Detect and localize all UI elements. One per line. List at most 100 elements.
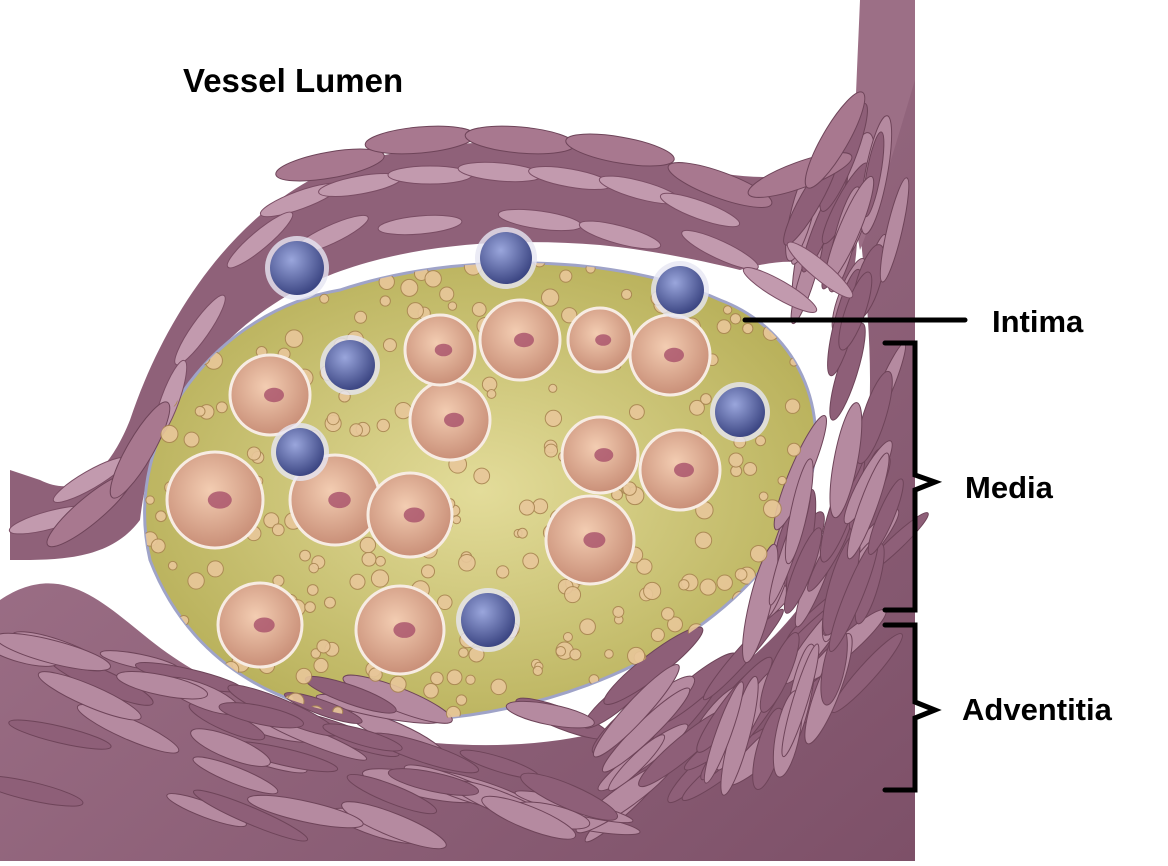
lipid-droplet bbox=[156, 609, 165, 618]
lipid-droplet bbox=[150, 333, 159, 342]
lipid-droplet bbox=[150, 339, 162, 351]
lipid-droplet bbox=[453, 516, 461, 524]
lipid-droplet bbox=[324, 597, 335, 608]
muscle-cell bbox=[504, 696, 596, 733]
immune-cell bbox=[270, 241, 324, 295]
lipid-droplet bbox=[622, 289, 632, 299]
lipid-droplet bbox=[726, 633, 735, 642]
immune-cell bbox=[715, 387, 765, 437]
lipid-droplet bbox=[545, 444, 558, 457]
lipid-droplet bbox=[717, 575, 732, 590]
lipid-droplet bbox=[362, 552, 376, 566]
immune-cell bbox=[276, 428, 324, 476]
foam-cell-nucleus bbox=[264, 388, 284, 402]
lipid-droplet bbox=[207, 561, 223, 577]
lipid-droplet bbox=[390, 676, 406, 692]
lipid-droplet bbox=[545, 410, 561, 426]
lipid-droplet bbox=[743, 323, 753, 333]
lipid-droplet bbox=[518, 528, 528, 538]
lipid-droplet bbox=[695, 532, 711, 548]
lipid-droplet bbox=[735, 569, 747, 581]
lipid-droplet bbox=[421, 565, 434, 578]
lipid-droplet bbox=[785, 399, 799, 413]
immune-cell bbox=[656, 266, 704, 314]
foam-cell-nucleus bbox=[594, 448, 613, 462]
lipid-droplet bbox=[167, 306, 177, 316]
lipid-droplet bbox=[307, 585, 318, 596]
lipid-droplet bbox=[456, 695, 466, 705]
lipid-droplet bbox=[376, 556, 386, 566]
lipid-droplet bbox=[151, 539, 165, 553]
lipid-droplet bbox=[156, 511, 167, 522]
intima-label: Intima bbox=[992, 304, 1083, 340]
lipid-droplet bbox=[380, 296, 390, 306]
media-label: Media bbox=[965, 470, 1053, 506]
lipid-droplet bbox=[487, 390, 496, 399]
lipid-droplet bbox=[491, 679, 506, 694]
lipid-droplet bbox=[651, 628, 664, 641]
lipid-droplet bbox=[216, 402, 227, 413]
lipid-droplet bbox=[788, 443, 801, 456]
lipid-droplet bbox=[778, 476, 786, 484]
lipid-droplet bbox=[296, 668, 312, 684]
lipid-droplet bbox=[355, 311, 367, 323]
lipid-droplet bbox=[359, 263, 369, 273]
lipid-droplet bbox=[570, 649, 581, 660]
lipid-droplet bbox=[448, 302, 456, 310]
lipid-droplet bbox=[184, 432, 199, 447]
lipid-droplet bbox=[730, 314, 740, 324]
artery-scene bbox=[0, 0, 965, 861]
lipid-droplet bbox=[474, 468, 490, 484]
foam-cell-nucleus bbox=[328, 492, 351, 508]
lipid-droplet bbox=[723, 306, 731, 314]
lipid-droplet bbox=[679, 580, 689, 590]
lipid-droplet bbox=[305, 602, 316, 613]
immune-cell bbox=[325, 340, 375, 390]
lipid-droplet bbox=[425, 271, 441, 287]
foam-cell-nucleus bbox=[393, 622, 415, 638]
lipid-droplet bbox=[144, 591, 156, 603]
lipid-droplet bbox=[533, 499, 548, 514]
lipid-droplet bbox=[763, 500, 781, 518]
lipid-droplet bbox=[768, 300, 783, 315]
lipid-droplet bbox=[327, 413, 339, 425]
lipid-droplet bbox=[541, 289, 558, 306]
lipid-droplet bbox=[763, 325, 778, 340]
lipid-droplet bbox=[556, 646, 566, 656]
lipid-droplet bbox=[272, 524, 284, 536]
lipid-droplet bbox=[580, 619, 596, 635]
lipid-droplet bbox=[560, 270, 572, 282]
lipid-droplet bbox=[195, 406, 205, 416]
foam-cell-nucleus bbox=[514, 333, 534, 347]
lipid-droplet bbox=[565, 587, 581, 603]
adventitia-label: Adventitia bbox=[962, 692, 1112, 728]
foam-cell-nucleus bbox=[254, 617, 275, 632]
foam-cell-nucleus bbox=[664, 348, 684, 362]
lipid-droplet bbox=[333, 272, 345, 284]
lipid-droplet bbox=[549, 384, 557, 392]
lipid-droplet bbox=[662, 608, 675, 621]
immune-cell bbox=[461, 593, 515, 647]
lipid-droplet bbox=[717, 320, 731, 334]
lipid-droplet bbox=[300, 550, 311, 561]
foam-cell-nucleus bbox=[404, 507, 425, 522]
lipid-droplet bbox=[563, 632, 572, 641]
lipid-droplet bbox=[523, 553, 539, 569]
lipid-droplet bbox=[181, 272, 193, 284]
lipid-droplet bbox=[407, 303, 423, 319]
lipid-droplet bbox=[459, 648, 469, 658]
lipid-droplet bbox=[401, 279, 418, 296]
lipid-droplet bbox=[146, 496, 154, 504]
lipid-droplet bbox=[466, 675, 475, 684]
lipid-droplet bbox=[644, 582, 661, 599]
lipid-droplet bbox=[440, 287, 454, 301]
lipid-droplet bbox=[438, 595, 452, 609]
lipid-droplet bbox=[701, 394, 712, 405]
lipid-droplet bbox=[192, 256, 210, 274]
lipid-droplet bbox=[314, 658, 328, 672]
immune-cell bbox=[480, 232, 532, 284]
foam-cell-nucleus bbox=[674, 463, 694, 477]
lipid-droplet bbox=[497, 566, 509, 578]
lipid-droplet bbox=[750, 546, 766, 562]
